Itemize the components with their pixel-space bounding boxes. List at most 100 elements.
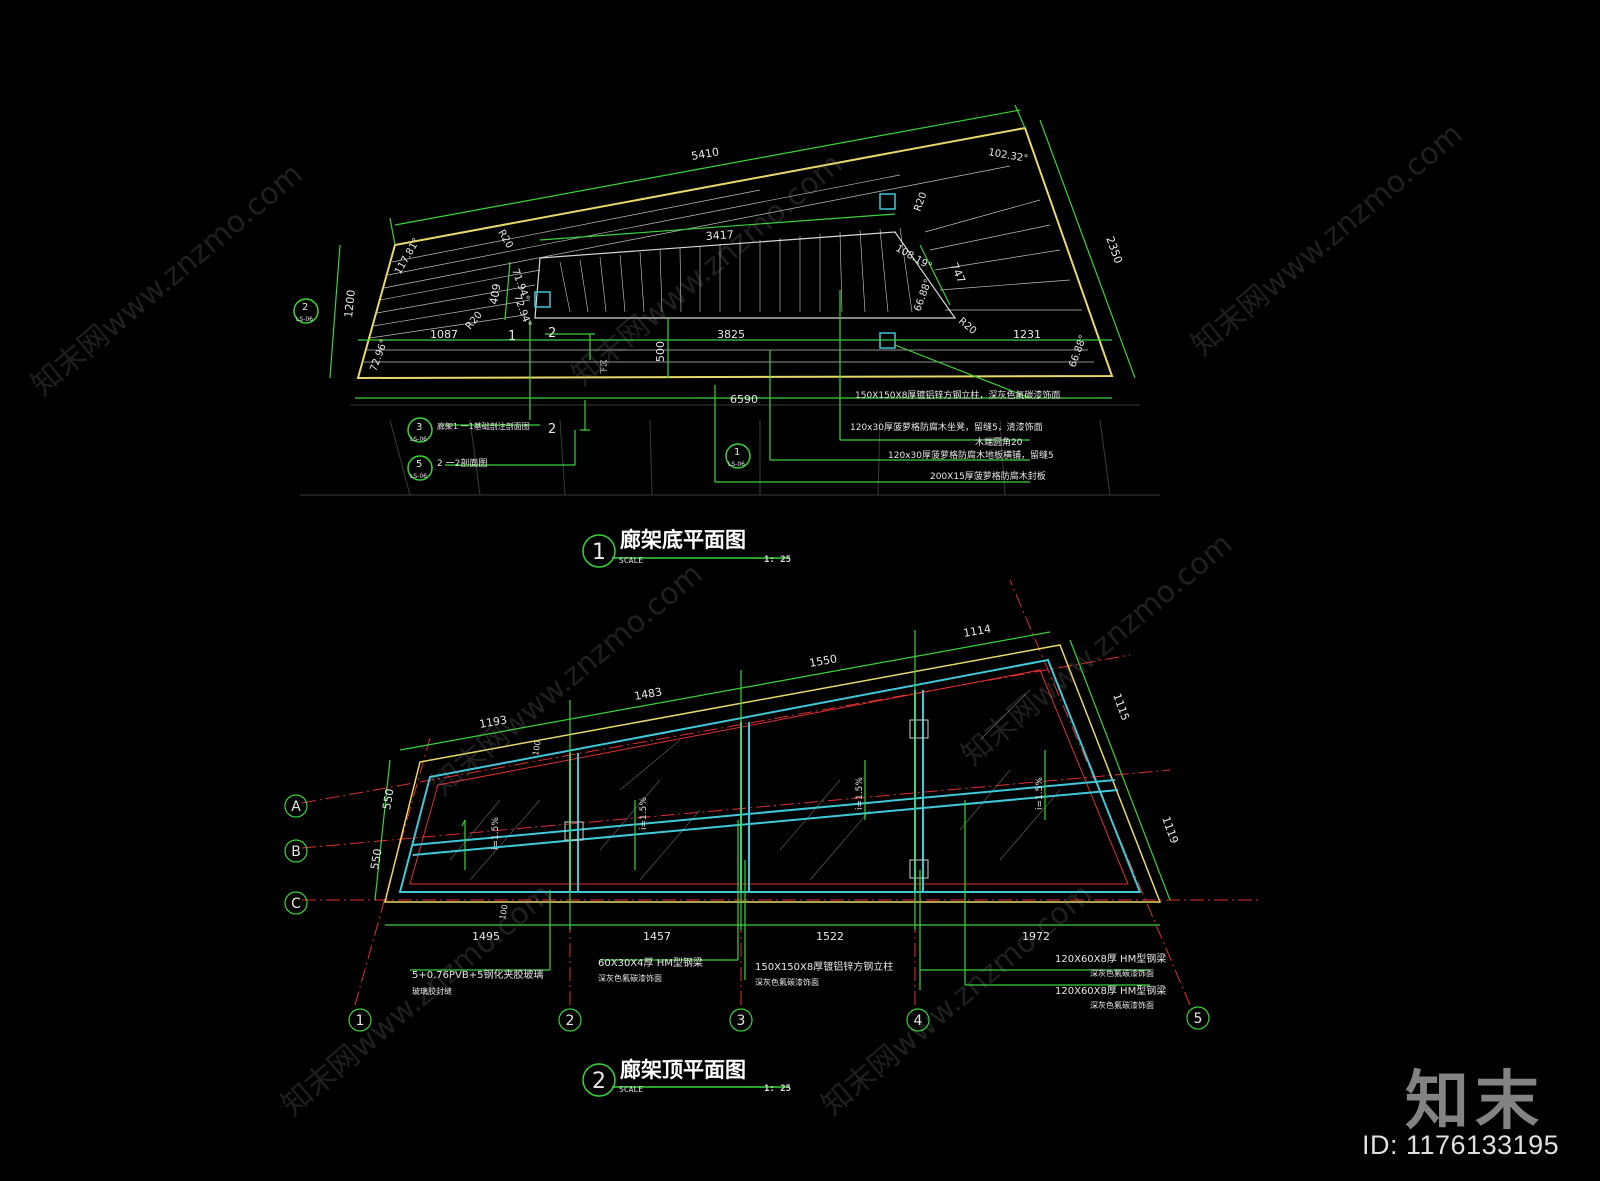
bottom-plan-dimensions — [329, 104, 1136, 483]
note: 深灰色氟碳漆饰面 — [1090, 1000, 1154, 1010]
dim-right-1: 1115 — [1110, 692, 1132, 723]
dim-opening-left: 409 — [487, 283, 503, 306]
bench-opening — [534, 231, 957, 319]
note: 60X30X4厚 HM型钢梁 — [598, 956, 703, 969]
dim-bottom-1: 1495 — [472, 930, 500, 943]
dim-bottom-3: 1522 — [816, 930, 844, 943]
row-axis-label: C — [291, 896, 301, 912]
slope-label: i=1.5% — [491, 817, 501, 850]
dim-bottom-left: 1087 — [430, 328, 458, 341]
dim-top-1: 1193 — [478, 713, 508, 731]
slope-label: i=1.5% — [639, 797, 649, 830]
callout-sheet: LS-06 — [410, 436, 427, 443]
dim-edge: 100 — [531, 740, 543, 757]
note: 5+0.76PVB+5钢化夹胶玻璃 — [412, 968, 543, 981]
dim-left: 1200 — [342, 289, 358, 318]
callout-id: 2 — [302, 302, 308, 313]
beam-joints — [564, 719, 929, 879]
bottom-plan-scale-label: SCALE — [619, 556, 644, 565]
top-plan-dimensions — [374, 630, 1171, 990]
angle-inner-bottom-right: 66.88° — [912, 278, 934, 313]
image-id: ID: 1176133195 — [1362, 1130, 1560, 1160]
callout-sheet: LS-06 — [410, 473, 427, 480]
section-mark: 2 — [548, 326, 556, 341]
callout-sheet: LS-06 — [728, 461, 745, 468]
note: 玻璃胶封缝 — [412, 986, 452, 996]
dim-left-2: 550 — [368, 848, 384, 871]
glass-hatch — [449, 689, 1061, 881]
plan-number: 1 — [592, 540, 606, 565]
dim-opening-right: 747 — [947, 261, 968, 286]
roof-outline — [384, 644, 1162, 903]
dim-top-2: 1483 — [633, 685, 663, 703]
column-axis-label: 1 — [356, 1013, 365, 1029]
callout-id: 3 — [416, 422, 422, 433]
column-axis-label: 3 — [737, 1013, 746, 1029]
row-axis-label: B — [291, 844, 301, 860]
radius-label: R20 — [464, 310, 485, 332]
angle-inner-top-right: 108.19° — [894, 243, 934, 273]
dim-bottom-mid: 3825 — [717, 328, 745, 341]
angle-bottom-right: 66.88° — [1067, 334, 1089, 369]
note: 120x30厚菠萝格防腐木坐凳，留缝5，清漆饰面 — [850, 421, 1043, 433]
note: 深灰色氟碳漆饰面 — [1090, 968, 1154, 978]
brand-logo: 知末 — [1405, 1065, 1545, 1139]
dim-edge: 100 — [498, 904, 510, 921]
top-plan-scale-value: 1: 25 — [764, 1084, 792, 1094]
bottom-plan-title: 廊架底平面图 — [620, 528, 746, 552]
column-axis-label: 4 — [914, 1013, 923, 1029]
dim-bottom: 6590 — [730, 393, 758, 406]
section-callouts — [293, 298, 790, 1097]
callout-sheet: LS-06 — [296, 316, 313, 323]
axis-bubbles — [284, 794, 1210, 1032]
dim-right-2: 1119 — [1159, 815, 1181, 846]
section-mark: 1 — [508, 329, 516, 344]
note: 150X150X8厚镀铝锌方钢立柱，深灰色氟碳漆饰面 — [855, 389, 1060, 401]
roof-frame — [398, 658, 1142, 893]
plan-number: 2 — [592, 1069, 606, 1094]
section-mark: 2 — [548, 422, 556, 437]
deck-outline — [356, 126, 1114, 380]
level-note: 下沉 — [600, 360, 608, 374]
dim-inner-height: 500 — [654, 341, 667, 362]
slope-label: i=1.5% — [1035, 777, 1045, 810]
column-axis-label: 5 — [1194, 1011, 1203, 1027]
dim-top: 5410 — [690, 145, 720, 163]
note: 120X60X8厚 HM型钢梁 — [1055, 984, 1166, 997]
row-axis-label: A — [291, 799, 301, 815]
dim-inner-top: 3417 — [705, 228, 734, 243]
top-plan-drawing: A B C 1 2 3 4 5 1193 1483 1550 1114 1115… — [284, 579, 1260, 1032]
ground-hatch — [300, 404, 1160, 496]
column-marker — [534, 291, 551, 308]
dim-bottom-right: 1231 — [1013, 328, 1041, 341]
note: 深灰色氟碳漆饰面 — [598, 973, 662, 983]
top-plan-scale-label: SCALE — [619, 1085, 644, 1094]
deck-planks — [364, 165, 1094, 363]
dim-right: 2350 — [1103, 235, 1125, 266]
angle-top-right: 102.32° — [987, 147, 1028, 165]
note: 木端圆角20 — [975, 436, 1023, 448]
dim-top-3: 1550 — [808, 652, 838, 670]
radius-label: R20 — [495, 228, 514, 251]
callout-text: 2 一2剖面图 — [437, 457, 487, 469]
callout-id: 1 — [734, 447, 740, 458]
callout-text: 廊架1 一1基础剖注剖面图 — [437, 421, 530, 431]
dim-bottom-2: 1457 — [643, 930, 671, 943]
slope-label: i=1.5% — [855, 777, 865, 810]
note: 150X150X8厚镀铝锌方钢立柱 — [755, 960, 893, 973]
column-marker — [879, 193, 896, 210]
note: 200X15厚菠萝格防腐木封板 — [930, 470, 1046, 482]
radius-label: R20 — [956, 316, 978, 337]
dim-left-1: 550 — [380, 788, 396, 811]
callout-id: 5 — [416, 459, 422, 470]
angle-bottom-left: 72.96° — [368, 338, 390, 373]
bottom-plan-scale-value: 1: 25 — [764, 555, 792, 565]
roof-frame-inner — [409, 669, 1129, 885]
dim-bottom-4: 1972 — [1022, 930, 1050, 943]
radius-label: R20 — [912, 191, 929, 213]
note: 120X60X8厚 HM型钢梁 — [1055, 952, 1166, 965]
note: 深灰色氟碳漆饰面 — [755, 977, 819, 987]
top-plan-title: 廊架顶平面图 — [620, 1058, 746, 1082]
column-axis-label: 2 — [566, 1013, 575, 1029]
